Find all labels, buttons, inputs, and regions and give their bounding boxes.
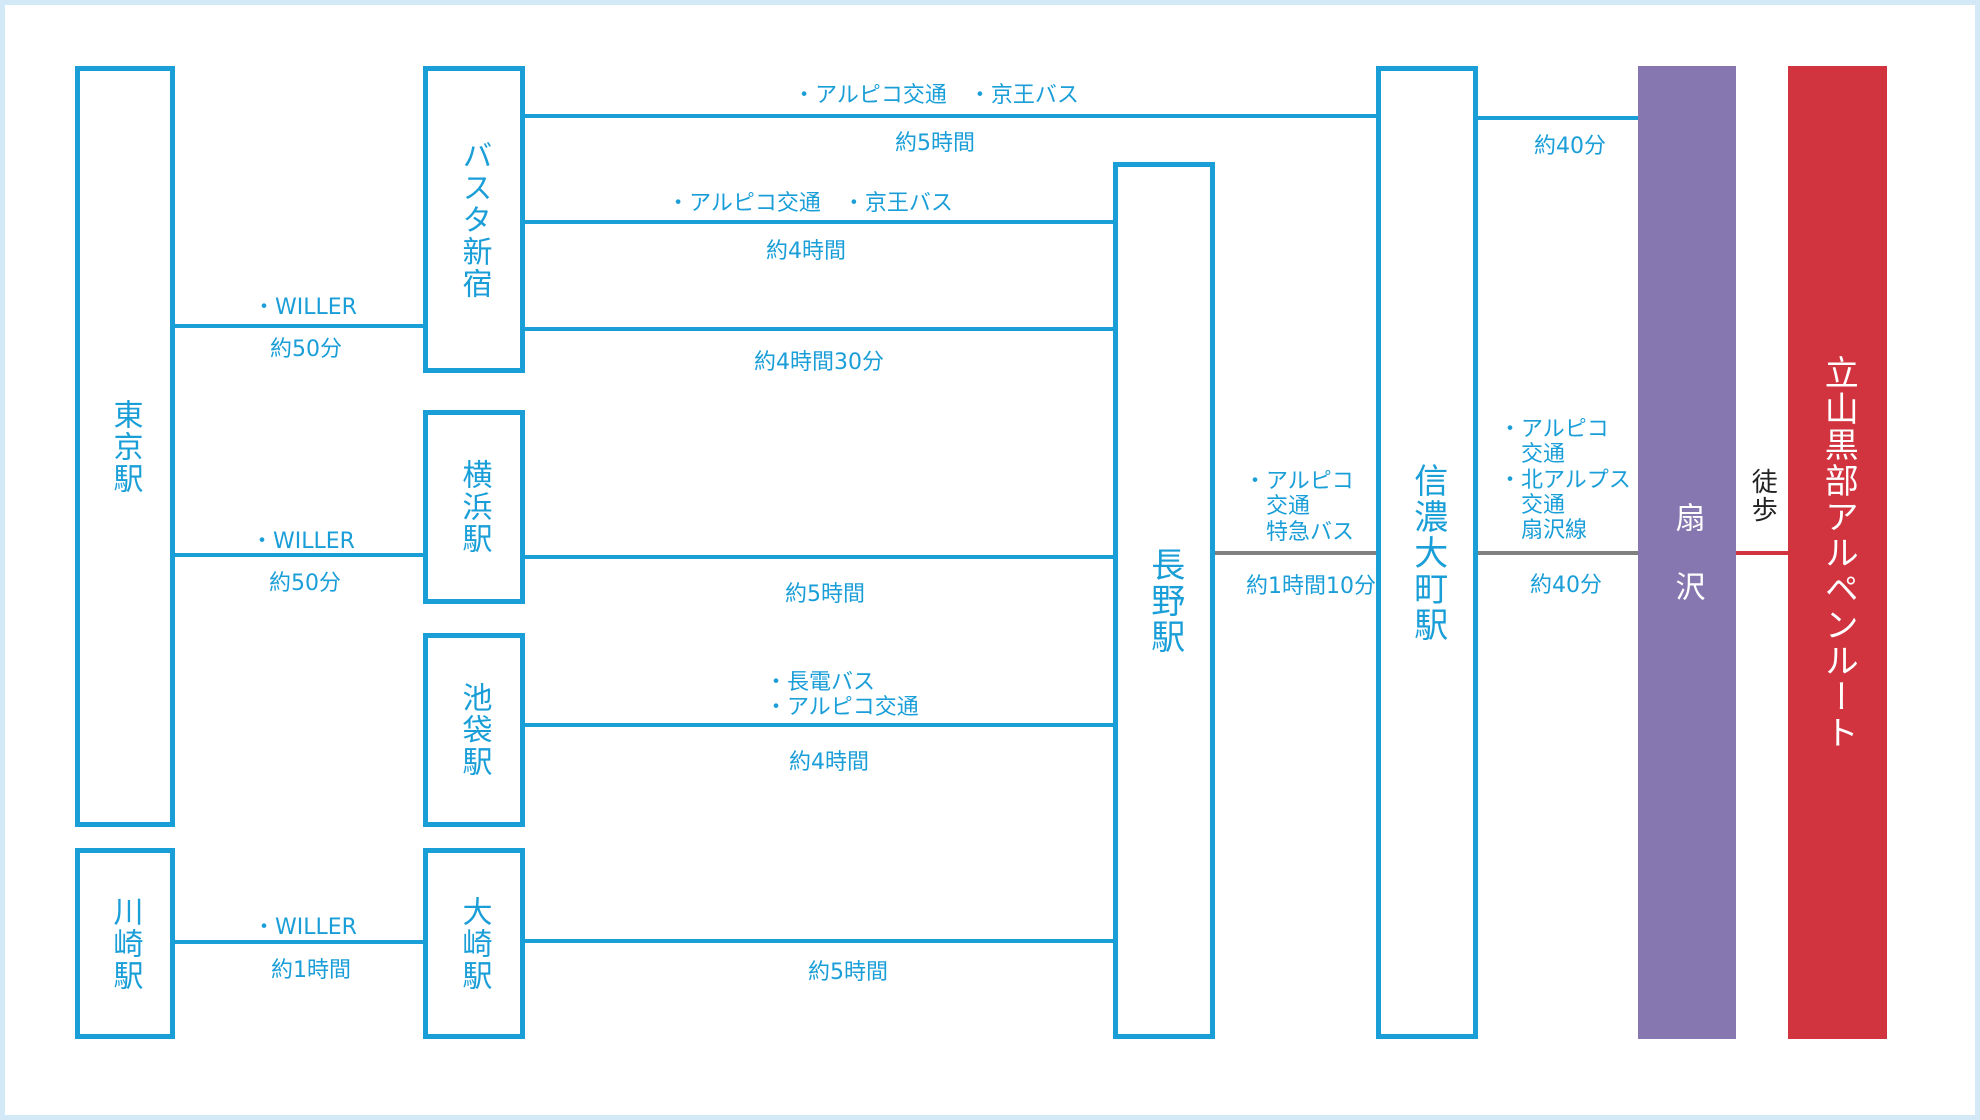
route-omachi-ogizawa-bottom-operator-3: ・北アルプス — [1499, 467, 1631, 493]
route-nagano-omachi-operator-3: 特急バス — [1266, 519, 1355, 545]
route-yokohama-nagano-time: 約5時間 — [785, 582, 865, 607]
station-busta-shinjuku-label: バスタ新宿 — [456, 139, 492, 300]
station-nagano-label: 長野駅 — [1144, 546, 1185, 655]
connector-lines — [170, 114, 1788, 944]
route-nagano-omachi-time: 約1時間10分 — [1246, 574, 1376, 599]
station-kawasaki: 川崎駅 — [75, 848, 175, 1039]
alpine-route-label: 立山黒部アルペンルート — [1818, 354, 1859, 751]
station-ogizawa: 扇 沢 — [1638, 66, 1736, 1039]
station-shinano-omachi-label: 信濃大町駅 — [1407, 462, 1448, 643]
route-ikebukuro-nagano-operator: ・長電バス ・アルピコ交通 — [765, 670, 919, 721]
station-ikebukuro: 池袋駅 — [423, 633, 525, 827]
walk-label-text: 徒歩 — [1747, 468, 1778, 524]
route-omachi-ogizawa-bottom-operator-2: 交通 — [1521, 442, 1566, 468]
route-nagano-omachi-operator-2: 交通 — [1266, 494, 1311, 520]
station-busta-shinjuku: バスタ新宿 — [423, 66, 525, 373]
station-osaki: 大崎駅 — [423, 848, 525, 1039]
route-ikebukuro-nagano-operator-2: ・アルピコ交通 — [765, 695, 919, 721]
route-shinjuku-nagano-1-time: 約4時間 — [766, 239, 846, 264]
route-shinjuku-omachi-operator: ・アルピコ交通 ・京王バス — [793, 83, 1079, 108]
station-tokyo: 東京駅 — [75, 66, 175, 827]
walk-label: 徒歩 — [1747, 468, 1778, 530]
route-shinjuku-nagano-2-time: 約4時間30分 — [754, 350, 884, 375]
station-ogizawa-label: 扇 沢 — [1669, 502, 1705, 603]
route-omachi-ogizawa-top-time: 約40分 — [1534, 134, 1606, 159]
route-nagano-omachi-operator: ・アルピコ 交通 特急バス — [1244, 469, 1354, 545]
route-kawasaki-osaki-operator: ・WILLER — [253, 915, 357, 940]
route-ikebukuro-nagano-operator-1: ・長電バス — [765, 670, 876, 695]
route-omachi-ogizawa-bottom-operator-1: ・アルピコ — [1499, 417, 1609, 442]
route-tokyo-yokohama-operator: ・WILLER — [251, 529, 355, 554]
station-ikebukuro-label: 池袋駅 — [456, 682, 492, 778]
station-osaki-label: 大崎駅 — [456, 895, 492, 992]
route-omachi-ogizawa-bottom-operator-4: 交通 — [1521, 492, 1566, 518]
route-shinjuku-omachi-time: 約5時間 — [895, 131, 975, 156]
station-kawasaki-label: 川崎駅 — [107, 895, 143, 992]
station-tokyo-label: 東京駅 — [107, 398, 143, 495]
alpine-route: 立山黒部アルペンルート — [1788, 66, 1887, 1039]
route-kawasaki-osaki-time: 約1時間 — [271, 958, 351, 983]
station-shinano-omachi: 信濃大町駅 — [1376, 66, 1478, 1039]
route-osaki-nagano-time: 約5時間 — [808, 960, 888, 985]
station-yokohama-label: 横浜駅 — [456, 459, 492, 555]
route-omachi-ogizawa-bottom-operator-5: 扇沢線 — [1521, 518, 1588, 544]
route-omachi-ogizawa-bottom-operator: ・アルピコ 交通 ・北アルプス 交通 扇沢線 — [1499, 417, 1631, 543]
route-ikebukuro-nagano-time: 約4時間 — [789, 750, 869, 775]
route-omachi-ogizawa-bottom-time: 約40分 — [1530, 573, 1602, 598]
station-yokohama: 横浜駅 — [423, 410, 525, 604]
route-shinjuku-nagano-1-operator: ・アルピコ交通 ・京王バス — [667, 191, 953, 216]
route-tokyo-shinjuku-operator: ・WILLER — [253, 295, 357, 320]
station-nagano: 長野駅 — [1113, 162, 1215, 1039]
route-nagano-omachi-operator-1: ・アルピコ — [1244, 469, 1354, 494]
route-tokyo-yokohama-time: 約50分 — [269, 571, 341, 596]
route-tokyo-shinjuku-time: 約50分 — [270, 337, 342, 362]
